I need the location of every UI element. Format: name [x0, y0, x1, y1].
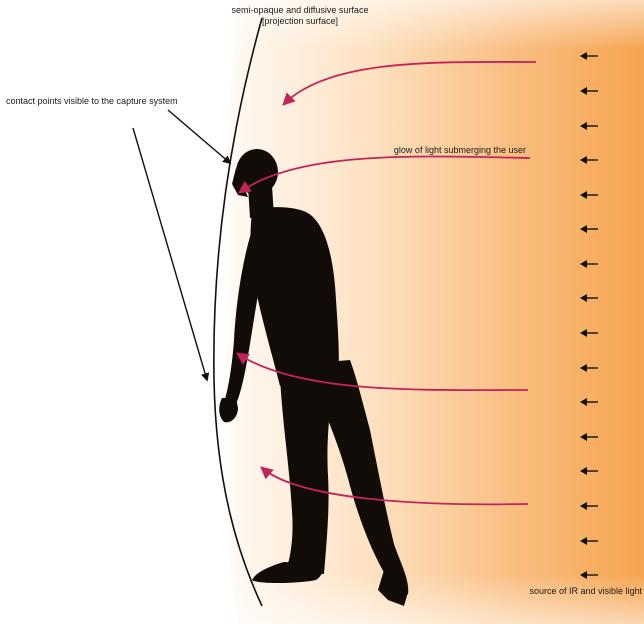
contact-pointer-hand: [133, 128, 207, 380]
glow-label: glow of light submerging the user: [338, 145, 526, 156]
surface-label-line2: [projection surface]: [200, 16, 400, 27]
surface-label-line1: semi-opaque and diffusive surface: [200, 5, 400, 16]
source-label: source of IR and visible light: [446, 586, 642, 597]
surface-label: semi-opaque and diffusive surface [proje…: [200, 5, 400, 27]
contact-points-label: contact points visible to the capture sy…: [6, 96, 178, 107]
